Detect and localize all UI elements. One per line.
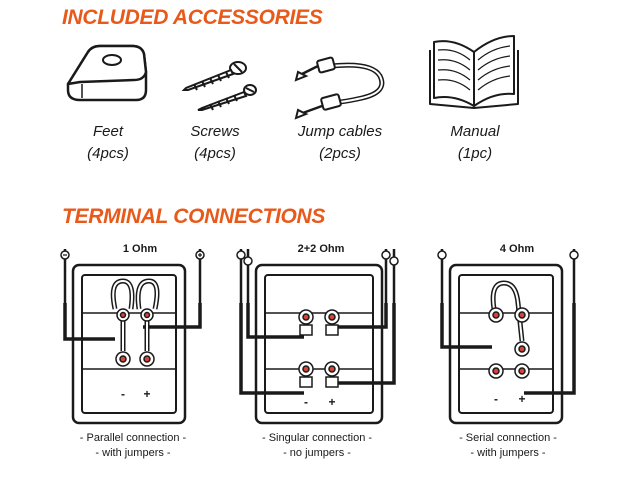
panel-title-4ohm: 4 Ohm (499, 243, 535, 255)
caption-2plus2ohm: - Singular connection - - no jumpers - (222, 431, 412, 461)
minus-label: - (494, 392, 498, 406)
panel-title-1ohm: 1 Ohm (122, 243, 158, 255)
panel-title-2plus2ohm: 2+2 Ohm (297, 243, 345, 255)
accessories-heading: INCLUDED ACCESSORIES (62, 6, 323, 29)
terminal-panel-2plus2ohm: 2+2 Ohm - + (236, 243, 406, 428)
accessory-feet-name: Feet (92, 123, 123, 140)
terminal-panel-4ohm: 4 Ohm - + (432, 243, 602, 428)
caption-4ohm-line1: - Serial connection - (459, 432, 557, 444)
caption-1ohm: - Parallel connection - - with jumpers - (38, 431, 228, 461)
accessory-screws-name: Screws (190, 123, 240, 140)
manual-book-icon (429, 35, 519, 109)
terminal-connections-heading: TERMINAL CONNECTIONS (62, 205, 326, 228)
accessory-manual-qty: (1pc) (457, 145, 493, 162)
caption-2plus2ohm-line1: - Singular connection - (261, 432, 373, 444)
terminal-diagram-2plus2ohm: - + (236, 249, 399, 425)
minus-label: - (304, 395, 308, 409)
caption-4ohm-line2: - with jumpers - (470, 447, 546, 459)
accessory-screws-qty: (4pcs) (194, 145, 236, 162)
accessory-feet-qty: (4pcs) (87, 145, 129, 162)
jump-cable-icon (294, 56, 385, 120)
screws-icon (181, 61, 257, 111)
plus-label: + (518, 392, 525, 406)
plus-label: + (328, 395, 335, 409)
caption-4ohm: - Serial connection - - with jumpers - (413, 431, 603, 461)
caption-1ohm-line1: - Parallel connection - (79, 432, 187, 444)
terminal-diagram-1ohm: - + (60, 249, 205, 425)
accessory-manual-name: Manual (450, 123, 500, 140)
accessory-jump-cables: Jump cables (2pcs) (280, 121, 400, 165)
caption-2plus2ohm-line2: - no jumpers - (283, 447, 351, 459)
accessory-jump-cables-name: Jump cables (297, 123, 383, 140)
foot-pad-icon (66, 44, 148, 102)
plus-label: + (143, 387, 150, 401)
caption-1ohm-line2: - with jumpers - (95, 447, 171, 459)
accessory-feet: Feet (4pcs) (48, 121, 168, 165)
minus-label: - (121, 387, 125, 401)
terminal-panel-1ohm: 1 Ohm - + (55, 243, 225, 428)
accessory-screws: Screws (4pcs) (155, 121, 275, 165)
accessory-manual: Manual (1pc) (415, 121, 535, 165)
accessory-jump-cables-qty: (2pcs) (319, 145, 361, 162)
terminal-diagram-4ohm: - + (437, 249, 579, 425)
